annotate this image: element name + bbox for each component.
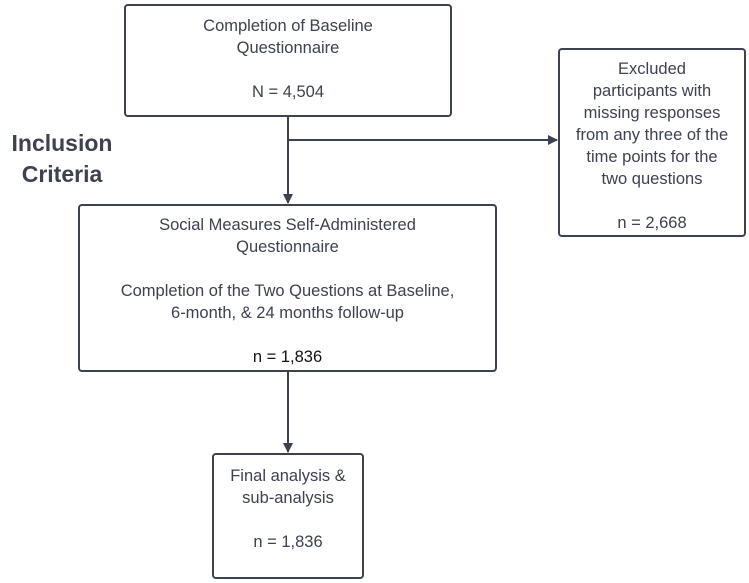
inclusion-criteria-line-1: Inclusion (11, 130, 113, 156)
social-count: n = 1,836 (252, 348, 323, 366)
social-line-3: Completion of the Two Questions at Basel… (120, 282, 455, 300)
excluded-box: Excluded participants with missing respo… (558, 48, 746, 237)
social-line-1: Social Measures Self-Administered (159, 216, 416, 234)
excluded-line-5: time points for the (586, 148, 718, 166)
baseline-line-1: Completion of Baseline (203, 17, 373, 35)
baseline-line-2: Questionnaire (236, 39, 340, 57)
final-analysis-box: Final analysis & sub-analysis n = 1,836 (212, 453, 364, 579)
excluded-line-3: missing responses (583, 104, 721, 122)
final-line-2: sub-analysis (242, 489, 334, 507)
excluded-count: n = 2,668 (617, 214, 687, 232)
excluded-line-4: from any three of the (575, 126, 729, 144)
excluded-line-2: participants with (592, 82, 712, 100)
social-line-2: Questionnaire (236, 238, 339, 256)
final-count: n = 1,836 (253, 533, 323, 551)
baseline-box: Completion of Baseline Questionnaire N =… (124, 4, 452, 117)
inclusion-criteria-line-2: Criteria (21, 161, 103, 187)
inclusion-criteria-label: Inclusion Criteria (4, 128, 120, 190)
baseline-count: N = 4,504 (251, 83, 324, 101)
final-line-1: Final analysis & (230, 467, 346, 485)
social-line-4: 6-month, & 24 months follow-up (171, 304, 404, 322)
excluded-line-1: Excluded (618, 60, 686, 78)
excluded-line-6: two questions (601, 170, 703, 188)
social-measures-box: Social Measures Self-Administered Questi… (78, 204, 497, 372)
